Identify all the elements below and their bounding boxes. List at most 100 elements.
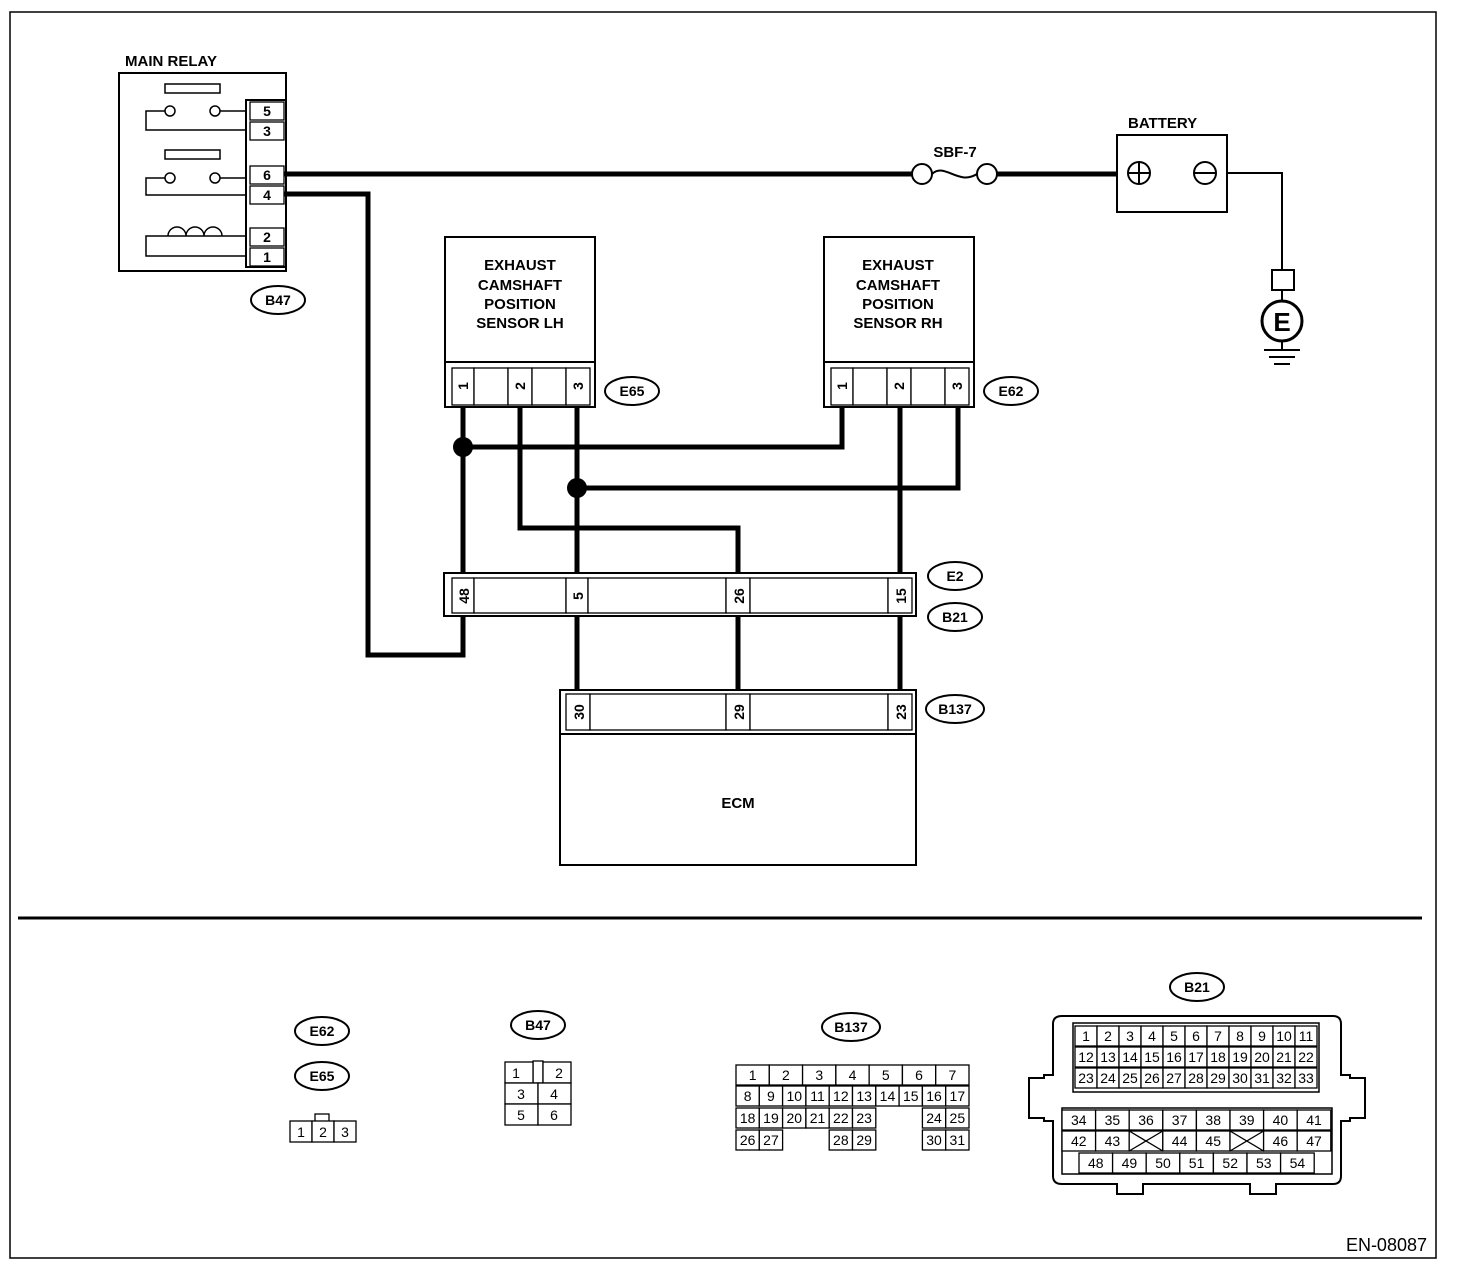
pin-number: 18 — [740, 1110, 756, 1126]
figure-code: EN-08087 — [1346, 1235, 1427, 1255]
pin-number: 51 — [1189, 1155, 1205, 1171]
svg-text:B137: B137 — [834, 1019, 868, 1035]
svg-text:26: 26 — [731, 588, 747, 604]
connector-tag-e65: E65 — [604, 376, 660, 406]
pin-number: 13 — [856, 1088, 872, 1104]
svg-text:3: 3 — [517, 1086, 525, 1102]
pin-number: 26 — [1144, 1070, 1160, 1086]
svg-text:1: 1 — [455, 382, 471, 390]
connector-tag-e2: E2 — [927, 561, 983, 591]
pin-number: 9 — [767, 1088, 775, 1104]
svg-text:E2: E2 — [946, 568, 963, 584]
pin-number: 40 — [1273, 1112, 1289, 1128]
svg-text:B137: B137 — [938, 701, 972, 717]
svg-text:29: 29 — [731, 704, 747, 720]
view-tag-b47: B47 — [510, 1010, 566, 1040]
pin-number: 21 — [810, 1110, 826, 1126]
connector-tag-b47: B47 — [250, 285, 306, 315]
svg-text:POSITION: POSITION — [862, 296, 934, 313]
pin-number: 18 — [1210, 1049, 1226, 1065]
pin-number: 41 — [1306, 1112, 1322, 1128]
pin-number: 32 — [1276, 1070, 1292, 1086]
blank-pin-mark — [1229, 1130, 1264, 1152]
pin-number: 53 — [1256, 1155, 1272, 1171]
pin-number: 26 — [740, 1132, 756, 1148]
pin-number: 8 — [744, 1088, 752, 1104]
pin-number: 15 — [1144, 1049, 1160, 1065]
pin-number: 48 — [1088, 1155, 1104, 1171]
pin-number: 8 — [1236, 1028, 1244, 1044]
pin-cell — [1296, 1130, 1332, 1152]
pin-number: 19 — [1232, 1049, 1248, 1065]
svg-text:30: 30 — [571, 704, 587, 720]
pin-cell — [1296, 1109, 1332, 1131]
view-tag-b137: B137 — [821, 1012, 881, 1042]
ecm: 30 29 23 ECM — [559, 689, 917, 866]
pin-number: 19 — [763, 1110, 779, 1126]
pin-number: 43 — [1105, 1133, 1121, 1149]
svg-text:15: 15 — [893, 588, 909, 604]
pin-number: 16 — [926, 1088, 942, 1104]
svg-text:48: 48 — [456, 588, 472, 604]
pin-number: 17 — [1188, 1049, 1204, 1065]
svg-text:SENSOR LH: SENSOR LH — [476, 315, 564, 332]
pin-number: 14 — [1122, 1049, 1138, 1065]
pin-number: 25 — [1122, 1070, 1138, 1086]
pin-number: 9 — [1258, 1028, 1266, 1044]
pin-number: 7 — [948, 1067, 956, 1083]
relay-pin: 2 — [263, 229, 271, 245]
ground-label: E — [1273, 307, 1290, 337]
svg-text:E62: E62 — [310, 1023, 335, 1039]
pin-number: 4 — [849, 1067, 857, 1083]
pin-number: 13 — [1100, 1049, 1116, 1065]
pin-cell — [851, 1129, 877, 1151]
pin-cell — [1279, 1152, 1315, 1174]
pin-number: 3 — [1126, 1028, 1134, 1044]
relay-pin: 5 — [263, 103, 271, 119]
svg-text:SENSOR RH: SENSOR RH — [853, 315, 942, 332]
pin-number: 21 — [1276, 1049, 1292, 1065]
svg-text:E62: E62 — [999, 383, 1024, 399]
pin-cell — [1294, 1025, 1318, 1047]
connector-view-e62-e65: 1 2 3 — [289, 1113, 357, 1143]
pin-number: 46 — [1273, 1133, 1289, 1149]
pin-cell — [945, 1085, 970, 1107]
svg-text:3: 3 — [341, 1124, 349, 1140]
pin-number: 30 — [926, 1132, 942, 1148]
pin-cell — [945, 1129, 970, 1151]
pin-number: 50 — [1155, 1155, 1171, 1171]
connector-tag-e62: E62 — [983, 376, 1039, 406]
pin-number: 28 — [1188, 1070, 1204, 1086]
pin-cell — [935, 1064, 970, 1086]
pin-number: 33 — [1298, 1070, 1314, 1086]
blank-pin-mark — [1128, 1130, 1164, 1152]
connector-tag-b21: B21 — [927, 602, 983, 632]
relay-pin: 3 — [263, 123, 271, 139]
svg-text:E65: E65 — [620, 383, 645, 399]
pin-number: 17 — [950, 1088, 966, 1104]
pin-number: 6 — [915, 1067, 923, 1083]
svg-text:E65: E65 — [310, 1068, 335, 1084]
svg-text:B21: B21 — [942, 609, 968, 625]
exhaust-camshaft-sensor-rh: EXHAUST CAMSHAFT POSITION SENSOR RH 1 2 … — [823, 236, 975, 408]
svg-text:B21: B21 — [1184, 979, 1210, 995]
pin-number: 14 — [880, 1088, 896, 1104]
main-relay: MAIN RELAY 5 3 6 4 2 1 — [118, 53, 287, 272]
pin-number: 54 — [1290, 1155, 1306, 1171]
fuse-label: SBF-7 — [933, 144, 976, 161]
svg-text:6: 6 — [550, 1107, 558, 1123]
svg-text:2: 2 — [512, 382, 528, 390]
pin-number: 27 — [763, 1132, 779, 1148]
pin-number: 1 — [749, 1067, 757, 1083]
pin-number: 28 — [833, 1132, 849, 1148]
svg-text:4: 4 — [550, 1086, 558, 1102]
pin-number: 22 — [1298, 1049, 1314, 1065]
pin-number: 10 — [1276, 1028, 1292, 1044]
pin-number: 49 — [1122, 1155, 1138, 1171]
pin-number: 25 — [950, 1110, 966, 1126]
wires — [283, 171, 1283, 695]
svg-text:5: 5 — [517, 1107, 525, 1123]
pin-number: 45 — [1205, 1133, 1221, 1149]
pin-number: 37 — [1172, 1112, 1188, 1128]
